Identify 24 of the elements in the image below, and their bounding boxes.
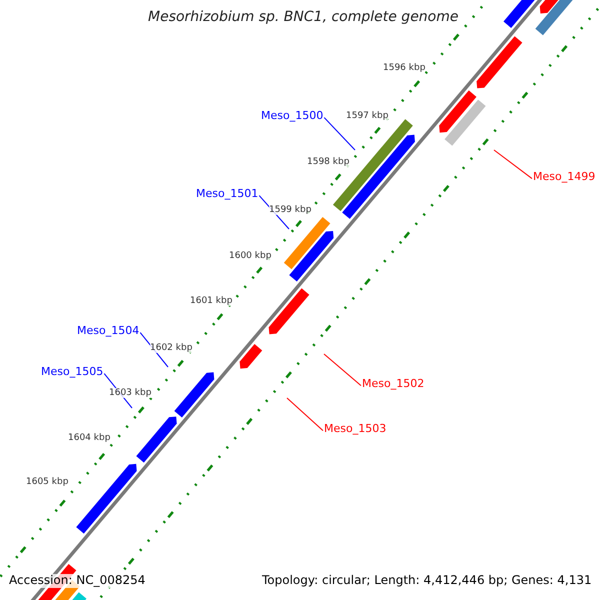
scale-label: 1605 kbp <box>26 477 68 488</box>
scale-label: 1604 kbp <box>68 433 110 444</box>
gene-label: Meso_1504 <box>77 325 140 338</box>
scale-label: 1599 kbp <box>269 205 312 216</box>
leader-line <box>324 354 362 386</box>
scale-label: 1601 kbp <box>190 296 232 306</box>
scale-label: 1596 kbp <box>383 63 426 74</box>
diagram-title: Mesorhizobium sp. BNC1, complete genome <box>148 9 458 26</box>
scale-label: 1603 kbp <box>109 388 152 398</box>
scale-label: 1602 kbp <box>150 343 192 354</box>
genome-info-text: Topology: circular; Length: 4,412,446 bp; Genes: 4,131 <box>262 574 592 588</box>
accession-text: Accession: NC_008254 <box>9 574 146 588</box>
gene-label: Meso_1505 <box>41 366 104 379</box>
leader-line <box>494 150 532 180</box>
gene-label: Meso_1502 <box>362 378 424 391</box>
gene-label: Meso_1499 <box>533 171 596 184</box>
gene-label: Meso_1501 <box>196 188 258 201</box>
scale-label: 1598 kbp <box>307 157 350 168</box>
leader-line <box>286 398 324 432</box>
leader-line <box>324 117 356 150</box>
gene-label: Meso_1500 <box>261 110 324 123</box>
scale-label: 1600 kbp <box>229 251 272 262</box>
scale-label: 1597 kbp <box>346 111 388 122</box>
gene-label: Meso_1503 <box>324 423 386 436</box>
